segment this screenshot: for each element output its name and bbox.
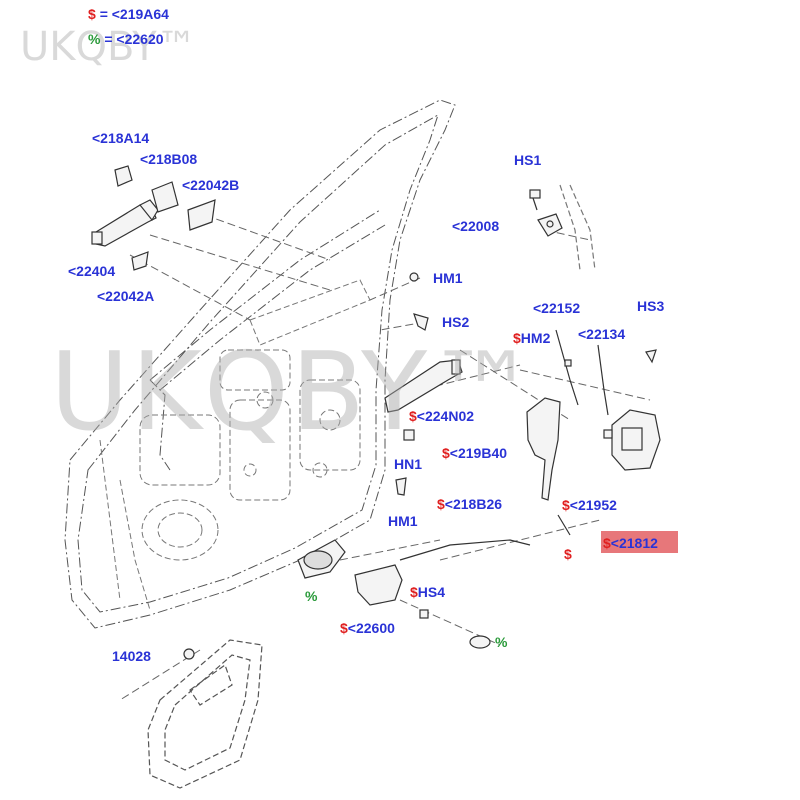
224N02-text: <224N02 bbox=[416, 408, 475, 424]
clip-HM2-part bbox=[564, 359, 572, 367]
interior-handle-part bbox=[297, 539, 346, 579]
label-218A14[interactable]: <218A14 bbox=[92, 130, 150, 146]
dollar-symbol: $ bbox=[603, 535, 611, 551]
gasket-22042A-part bbox=[131, 251, 149, 271]
label-HS1[interactable]: HS1 bbox=[514, 152, 542, 168]
hs4-text: HS4 bbox=[417, 584, 446, 600]
latch-21812-part bbox=[611, 409, 661, 471]
label-22600[interactable]: $<22600 bbox=[340, 620, 395, 636]
exterior-handle-part bbox=[91, 199, 159, 247]
screw-HS4-part bbox=[419, 609, 429, 619]
handle-224N02-part bbox=[384, 359, 463, 413]
leader-lines bbox=[119, 214, 651, 701]
21812-text: <21812 bbox=[610, 535, 658, 551]
bezel-22600-part bbox=[354, 564, 403, 606]
marker-dollar-fastener: $ bbox=[564, 546, 572, 562]
label-HS2[interactable]: HS2 bbox=[442, 314, 470, 330]
clip-21952-part bbox=[603, 429, 613, 439]
highlight-21812 bbox=[601, 531, 678, 553]
trim-panel-part bbox=[147, 639, 263, 789]
stud-HM1-part bbox=[409, 272, 419, 282]
fastener-lower-part bbox=[557, 514, 571, 536]
label-HN1[interactable]: HN1 bbox=[394, 456, 423, 472]
striker-22008-part bbox=[537, 213, 563, 237]
gasket-22042B-part bbox=[187, 199, 216, 231]
label-HS3[interactable]: HS3 bbox=[637, 298, 665, 314]
nut-HN1-part bbox=[403, 429, 415, 441]
marker-pct-interior-handle: % bbox=[305, 588, 318, 604]
rod-22152-part bbox=[555, 329, 579, 406]
label-22404[interactable]: <22404 bbox=[68, 263, 116, 279]
label-HM1-lower[interactable]: HM1 bbox=[388, 513, 418, 529]
dollar-symbol: $ bbox=[562, 497, 570, 513]
fastener-22620-part bbox=[469, 635, 491, 649]
label-22008[interactable]: <22008 bbox=[452, 218, 500, 234]
label-22134[interactable]: <22134 bbox=[578, 326, 626, 342]
label-218B08[interactable]: <218B08 bbox=[140, 151, 198, 167]
label-14028[interactable]: 14028 bbox=[112, 648, 151, 664]
label-22042A[interactable]: <22042A bbox=[97, 288, 155, 304]
legend-pct-text: = <22620 bbox=[104, 31, 164, 47]
dollar-symbol: $ bbox=[513, 330, 521, 346]
clip-14028-part bbox=[183, 648, 195, 660]
stud-HM1-lower-part bbox=[395, 477, 407, 496]
door-frame bbox=[64, 99, 456, 629]
pct-symbol: % bbox=[88, 31, 101, 47]
pillar-lines bbox=[559, 184, 596, 271]
21952-text: <21952 bbox=[569, 497, 617, 513]
marker-pct-fastener: % bbox=[495, 634, 508, 650]
218B26-text: <218B26 bbox=[444, 496, 503, 512]
label-21812[interactable]: $<21812 bbox=[603, 535, 658, 551]
dollar-symbol: $ bbox=[442, 445, 450, 461]
label-22152[interactable]: <22152 bbox=[533, 300, 581, 316]
label-22042B[interactable]: <22042B bbox=[182, 177, 240, 193]
cable-218B26-part bbox=[399, 539, 531, 561]
label-21952[interactable]: $<21952 bbox=[562, 497, 617, 513]
label-HM1-upper[interactable]: HM1 bbox=[433, 270, 463, 286]
bracket-219B40-part bbox=[526, 397, 561, 501]
legend-pct: % = <22620 bbox=[88, 31, 164, 47]
rod-22134-part bbox=[597, 344, 609, 416]
dollar-symbol: $ bbox=[340, 620, 348, 636]
219B40-text: <219B40 bbox=[449, 445, 508, 461]
screw-HS2-part bbox=[413, 313, 429, 331]
dollar-symbol: $ bbox=[409, 408, 417, 424]
hm2-text: HM2 bbox=[520, 330, 551, 346]
label-218B26[interactable]: $<218B26 bbox=[437, 496, 502, 512]
screw-HS1-part bbox=[529, 189, 541, 211]
legend-dollar-text: = <219A64 bbox=[99, 6, 169, 22]
legend-dollar: $ = <219A64 bbox=[88, 6, 169, 22]
screw-HS3-part bbox=[645, 349, 657, 364]
label-HS4[interactable]: $HS4 bbox=[410, 584, 445, 600]
dollar-symbol: $ bbox=[437, 496, 445, 512]
dollar-symbol: $ bbox=[88, 6, 96, 22]
dollar-symbol: $ bbox=[410, 584, 418, 600]
22600-text: <22600 bbox=[347, 620, 395, 636]
label-HM2[interactable]: $HM2 bbox=[513, 330, 550, 346]
label-219B40[interactable]: $<219B40 bbox=[442, 445, 507, 461]
bracket-218B08-part bbox=[151, 181, 179, 213]
label-224N02[interactable]: $<224N02 bbox=[409, 408, 474, 424]
bracket-218A14-part bbox=[114, 165, 133, 187]
